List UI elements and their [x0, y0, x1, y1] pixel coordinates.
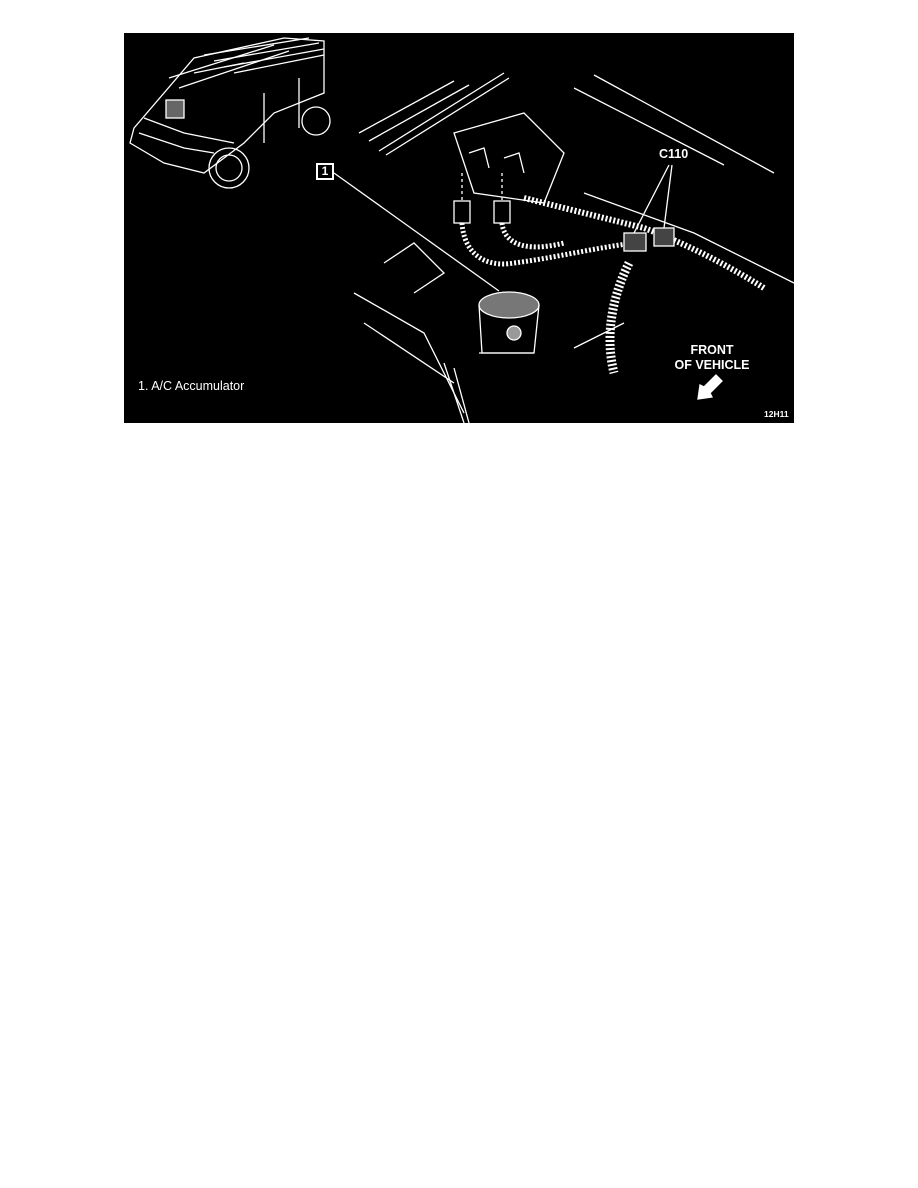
figure-id: 12H11: [764, 409, 789, 419]
front-label-line2: OF VEHICLE: [674, 358, 750, 372]
engine-compartment-drawing: [129, 37, 794, 423]
callout-1: 1: [316, 163, 334, 180]
connector-label-c110: C110: [659, 147, 689, 161]
figure-caption: 1. A/C Accumulator: [138, 379, 245, 393]
front-label-line1: FRONT: [690, 343, 734, 357]
front-of-vehicle-label: FRONT OF VEHICLE: [652, 343, 772, 373]
van-locator-icon: [129, 37, 331, 189]
diagram-panel: 1 C110 FRONT OF VEHICLE 1. A/C Accumulat…: [124, 33, 794, 423]
